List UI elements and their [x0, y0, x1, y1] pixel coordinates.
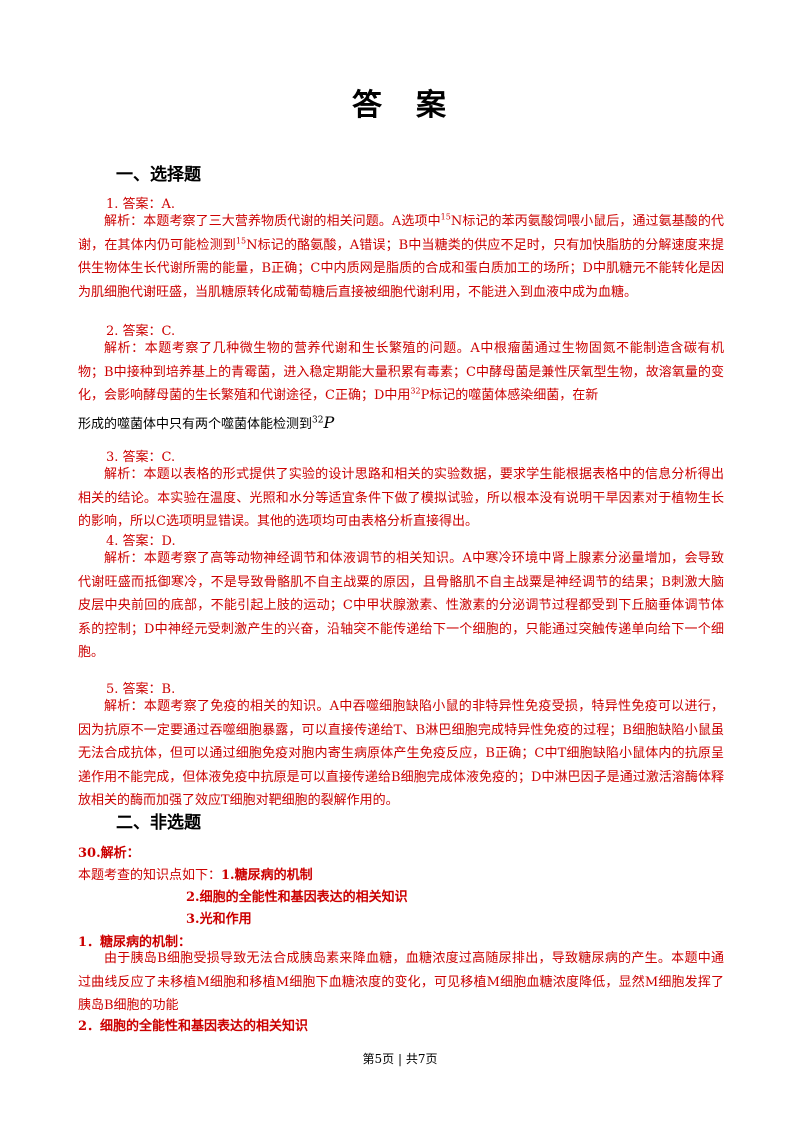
q30-point-2: 2.细胞的全能性和基因表达的相关知识 [186, 890, 408, 905]
section-heading-choice: 一、选择题 [116, 165, 201, 185]
section-heading-nonchoice: 二、非选题 [116, 813, 201, 833]
q2-analysis-tail: 形成的噬菌体中只有两个噬菌体能检测到32P [78, 413, 335, 432]
q1-answer: 1. 答案：A. [106, 197, 176, 212]
page-footer: 第5页 | 共7页 [362, 1052, 438, 1066]
q30-sub1-text: 由于胰岛B细胞受损导致无法合成胰岛素来降血糖，血糖浓度过高随尿排出，导致糖尿病的… [78, 951, 724, 1013]
page-title: 答 案 [352, 88, 448, 123]
q5-analysis: 解析：本题考察了免疫的相关的知识。A中吞噬细胞缺陷小鼠的非特异性免疫受损，特异性… [78, 699, 724, 808]
q3-answer: 3. 答案：C. [106, 450, 176, 465]
q30-point-1: 1.糖尿病的机制 [221, 868, 313, 883]
q4-answer: 4. 答案：D. [106, 534, 176, 549]
q3-analysis: 解析：本题以表格的形式提供了实验的设计思路和相关的实验数据，要求学生能根据表格中… [78, 467, 724, 529]
q2-analysis: 解析：本题考察了几种微生物的营养代谢和生长繁殖的问题。A中根瘤菌通过生物固氮不能… [78, 341, 724, 403]
q30-heading: 30.解析： [78, 846, 140, 861]
q5-answer: 5. 答案：B. [106, 682, 176, 697]
q2-answer: 2. 答案：C. [106, 324, 176, 339]
q30-sub2-heading: 2．细胞的全能性和基因表达的相关知识 [78, 1019, 309, 1034]
q1-analysis: 解析：本题考察了三大营养物质代谢的相关问题。A选项中15N标记的苯丙氨酸饲喂小鼠… [78, 212, 724, 300]
q4-analysis: 解析：本题考察了高等动物神经调节和体液调节的相关知识。A中寒冷环境中肾上腺素分泌… [78, 551, 724, 660]
q30-intro: 本题考查的知识点如下：1.糖尿病的机制 [78, 868, 313, 883]
q30-point-3: 3.光和作用 [186, 912, 252, 927]
q30-sub1-heading: 1．糖尿病的机制： [78, 935, 192, 950]
